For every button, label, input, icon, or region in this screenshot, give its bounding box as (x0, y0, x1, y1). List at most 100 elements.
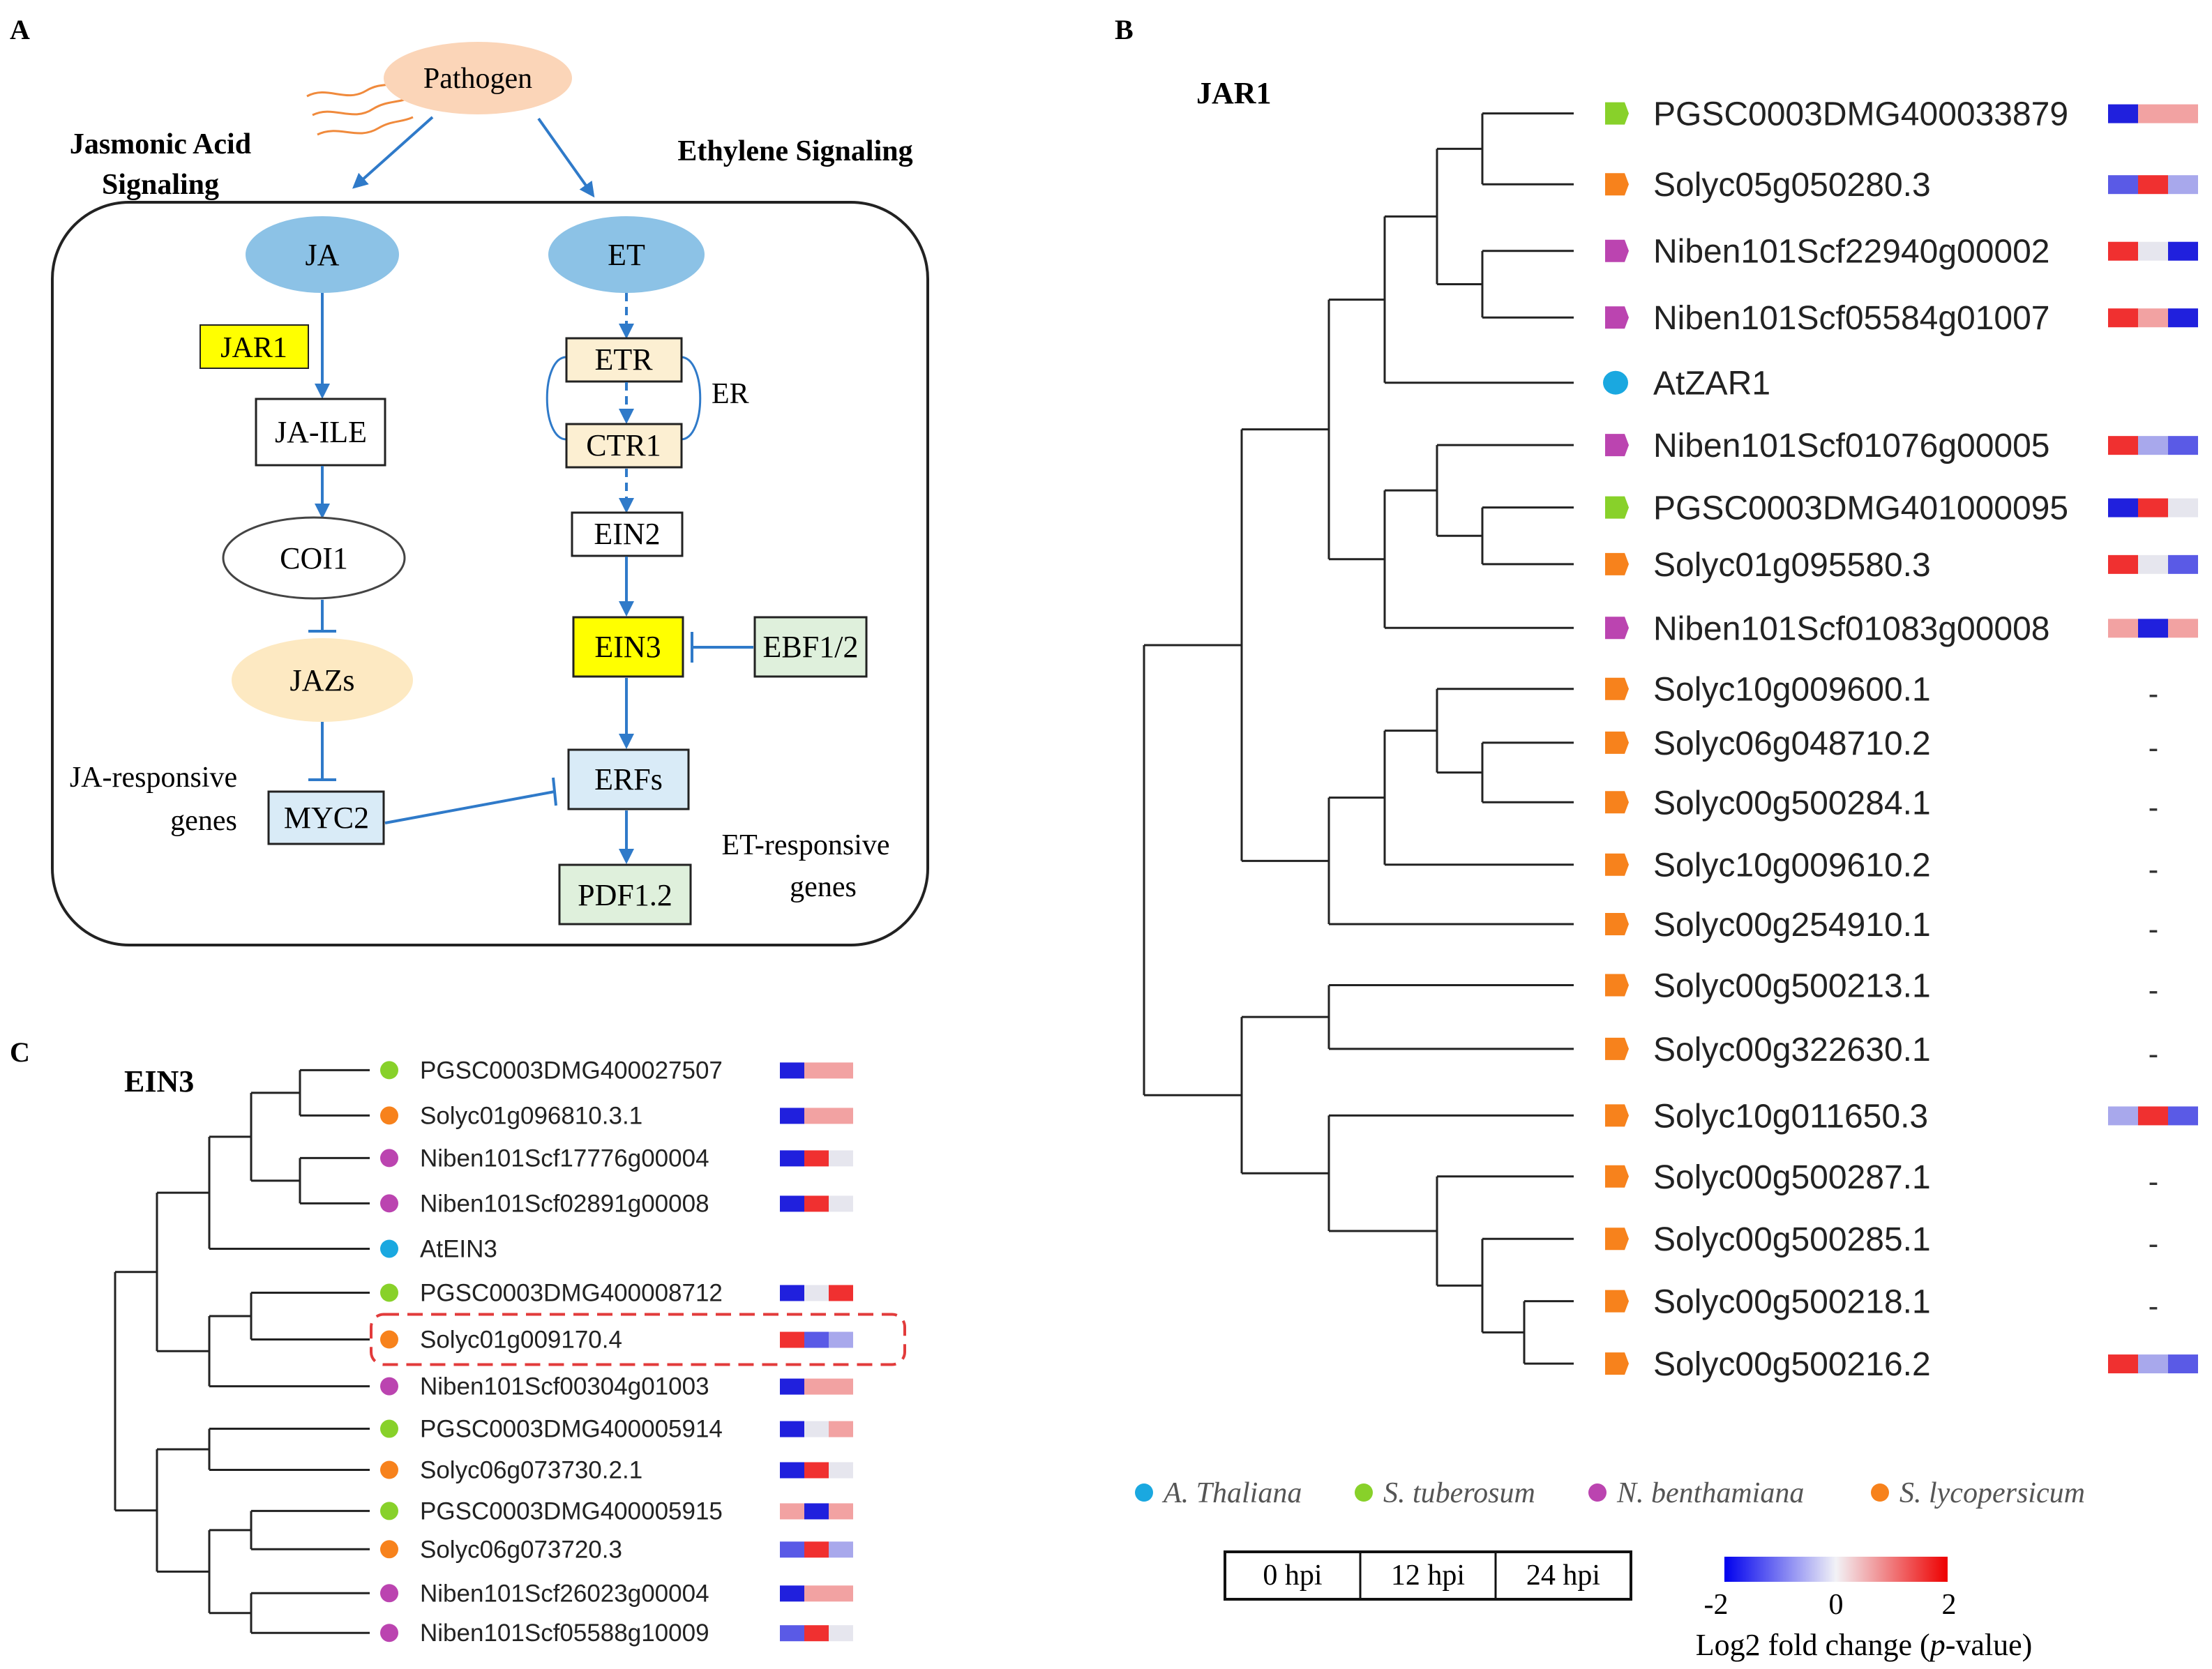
species-marker-solyc01g009170-4 (380, 1330, 398, 1349)
heat-cell-pgsc0003dmg400027507-0 (780, 1062, 804, 1079)
et-responsive-line2: genes (790, 871, 857, 903)
heat-cell-niben101scf02891g00008-2 (829, 1195, 853, 1212)
species-marker-solyc00g500284-1 (1605, 791, 1629, 814)
heat-cell-niben101scf00304g01003-1 (804, 1378, 829, 1395)
jar1-label: JAR1 (220, 332, 287, 364)
species-marker-pgsc0003dmg400027507 (380, 1061, 398, 1080)
legend-marker-n-benthamiana (1588, 1483, 1607, 1502)
time-point-legend: 0 hpi 12 hpi 24 hpi (1224, 1550, 1632, 1601)
species-marker-solyc00g500218-1 (1605, 1290, 1629, 1313)
species-marker-pgsc0003dmg400008712 (380, 1283, 398, 1302)
color-scale-bar (1724, 1557, 1948, 1582)
ja-signaling-heading-line1: Jasmonic Acid (70, 128, 251, 160)
heat-cell-pgsc0003dmg400005914-0 (780, 1421, 804, 1437)
gene-label-solyc00g500216-2: Solyc00g500216.2 (1653, 1346, 1931, 1383)
legend-marker-s-lycopersicum (1871, 1483, 1889, 1502)
inhibit-myc2-erfs-bar (552, 777, 557, 806)
species-marker-pgsc0003dmg400005914 (380, 1419, 398, 1438)
no-data-solyc00g500284-1: - (2149, 790, 2159, 824)
jar1-box (200, 324, 309, 369)
erfs-label: ERFs (594, 762, 663, 796)
species-marker-atein3 (380, 1239, 398, 1258)
gene-label-atzar1: AtZAR1 (1653, 365, 1770, 402)
species-marker-solyc00g322630-1 (1605, 1037, 1629, 1060)
color-scale-title: Log2 fold change (p-value) (1696, 1628, 2033, 1662)
species-marker-niben101scf05584g01007 (1605, 306, 1629, 329)
heat-cell-solyc01g009170-4-1 (804, 1331, 829, 1348)
species-marker-solyc06g073730-2-1 (380, 1460, 398, 1479)
pdf-label: PDF1.2 (578, 878, 672, 912)
time-point-12hpi: 12 hpi (1391, 1560, 1465, 1592)
heat-cell-solyc01g095580-3-1 (2138, 554, 2168, 574)
et-signaling-heading: Ethylene Signaling (677, 135, 912, 167)
heat-cell-pgsc0003dmg400033879-0 (2108, 104, 2138, 123)
no-data-solyc00g500287-1: - (2149, 1165, 2159, 1199)
panel-b: B JAR1 PGSC0003DMG400033879Solyc05g05028… (1115, 14, 2198, 1662)
heat-cell-solyc06g073720-3-2 (829, 1541, 853, 1558)
gene-label-solyc01g096810-3-1: Solyc01g096810.3.1 (420, 1102, 642, 1129)
legend-label-s-lycopersicum: S. lycopersicum (1899, 1477, 2085, 1509)
heat-cell-pgsc0003dmg400005915-2 (829, 1503, 853, 1520)
species-marker-niben101scf05588g10009 (380, 1624, 398, 1642)
heat-cell-solyc00g500216-2-2 (2168, 1354, 2198, 1374)
gene-label-niben101scf26023g00004: Niben101Scf26023g00004 (420, 1580, 709, 1607)
heat-cell-niben101scf05584g01007-2 (2168, 308, 2198, 328)
er-label: ER (712, 378, 749, 410)
heat-cell-pgsc0003dmg401000095-1 (2138, 498, 2168, 518)
heat-cell-niben101scf02891g00008-1 (804, 1195, 829, 1212)
heat-cell-solyc01g095580-3-2 (2168, 554, 2198, 574)
gene-label-pgsc0003dmg400008712: PGSC0003DMG400008712 (420, 1279, 723, 1306)
gene-label-niben101scf02891g00008: Niben101Scf02891g00008 (420, 1190, 709, 1217)
heat-cell-niben101scf17776g00004-0 (780, 1150, 804, 1167)
heat-cell-solyc06g073720-3-0 (780, 1541, 804, 1558)
gene-label-solyc00g500218-1: Solyc00g500218.1 (1653, 1284, 1931, 1321)
pathogen-label: Pathogen (423, 63, 532, 95)
heat-cell-niben101scf01076g00005-1 (2138, 436, 2168, 455)
species-marker-niben101scf17776g00004 (380, 1149, 398, 1168)
heat-cell-niben101scf26023g00004-0 (780, 1585, 804, 1602)
heat-cell-solyc06g073730-2-1-1 (804, 1462, 829, 1479)
heat-cell-niben101scf05588g10009-1 (804, 1625, 829, 1642)
jazs-label: JAZs (290, 663, 355, 697)
heat-cell-niben101scf26023g00004-1 (804, 1585, 829, 1602)
no-data-solyc06g048710-2: - (2149, 731, 2159, 765)
ja-responsive-line2: genes (170, 805, 237, 837)
ein3-label: EIN3 (594, 630, 661, 664)
heat-cell-niben101scf22940g00002-2 (2168, 241, 2198, 261)
species-marker-solyc05g050280-3 (1605, 173, 1629, 196)
species-marker-pgsc0003dmg400005915 (380, 1502, 398, 1520)
gene-label-solyc00g254910-1: Solyc00g254910.1 (1653, 907, 1931, 944)
color-scale-title-italic: p (1928, 1628, 1946, 1662)
heat-cell-solyc01g096810-3-1-1 (804, 1108, 829, 1124)
ein3-tree: PGSC0003DMG400027507Solyc01g096810.3.1Ni… (114, 1057, 906, 1647)
no-data-solyc10g009610-2: - (2149, 853, 2159, 887)
no-data-solyc00g254910-1: - (2149, 912, 2159, 946)
ctr1-label: CTR1 (586, 428, 661, 462)
gene-label-pgsc0003dmg400005915: PGSC0003DMG400005915 (420, 1497, 723, 1525)
species-marker-solyc06g073720-3 (380, 1540, 398, 1559)
species-marker-solyc00g500285-1 (1605, 1228, 1629, 1251)
color-scale-title-prefix: Log2 fold change ( (1696, 1628, 1930, 1662)
heat-cell-niben101scf05584g01007-0 (2108, 308, 2138, 328)
heat-cell-niben101scf05584g01007-1 (2138, 308, 2168, 328)
gene-label-solyc00g500213-1: Solyc00g500213.1 (1653, 967, 1931, 1004)
coi1-label: COI1 (280, 541, 348, 575)
no-data-solyc10g009600-1: - (2149, 677, 2159, 711)
arrow-pathogen-ja (352, 116, 434, 189)
heat-cell-solyc10g011650-3-2 (2168, 1106, 2198, 1126)
color-scale-title-suffix: -value) (1946, 1628, 2033, 1662)
heat-cell-solyc05g050280-3-2 (2168, 175, 2198, 195)
heat-cell-niben101scf22940g00002-1 (2138, 241, 2168, 261)
gene-label-solyc06g048710-2: Solyc06g048710.2 (1653, 725, 1931, 762)
no-data-solyc00g322630-1: - (2149, 1037, 2159, 1071)
etr-label: ETR (594, 342, 653, 377)
ein2-box (571, 511, 684, 557)
ein3-tree-title: EIN3 (124, 1064, 194, 1098)
gene-label-pgsc0003dmg400005914: PGSC0003DMG400005914 (420, 1416, 723, 1443)
etr-box (565, 337, 683, 383)
heat-cell-niben101scf05588g10009-2 (829, 1625, 853, 1642)
heat-cell-niben101scf05588g10009-0 (780, 1625, 804, 1642)
heat-cell-solyc01g095580-3-0 (2108, 554, 2138, 574)
panel-a-label: A (10, 14, 30, 45)
jar1-tree: PGSC0003DMG400033879Solyc05g050280.3Nibe… (1143, 96, 2198, 1383)
